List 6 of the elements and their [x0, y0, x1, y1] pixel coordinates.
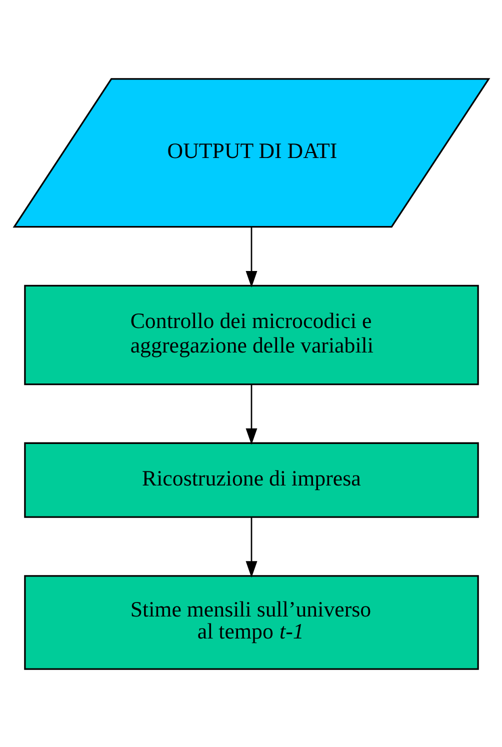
arrow: [245, 226, 257, 287]
arrow: [245, 384, 257, 444]
node-box: Ricostruzione di impresa: [24, 442, 478, 518]
node-box: Stime mensili sull’universo al tempo t-1: [24, 574, 478, 670]
node-box: Controllo dei microcodici e aggregazione delle variabili: [24, 284, 478, 385]
arrow: [245, 516, 257, 578]
